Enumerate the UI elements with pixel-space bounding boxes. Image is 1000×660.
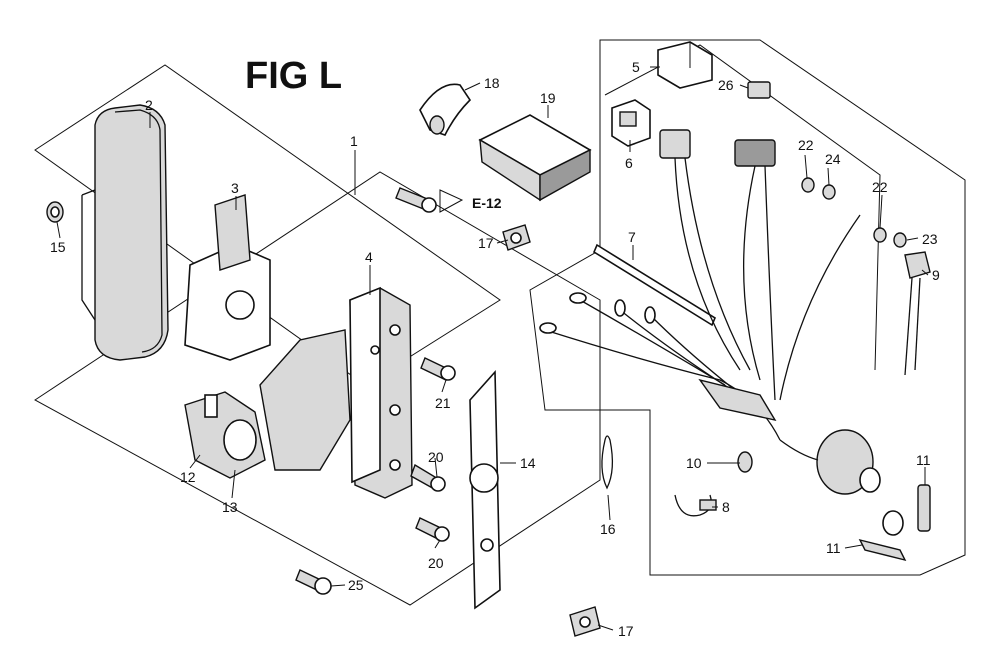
relay-part — [657, 41, 713, 89]
callout-22b: 22 — [872, 179, 888, 195]
callout-23: 23 — [922, 231, 938, 247]
callout-10: 10 — [686, 455, 702, 471]
screw-21-part — [420, 357, 456, 381]
bracket-part — [184, 194, 271, 361]
callout-18: 18 — [484, 75, 500, 91]
leader-lines — [56, 66, 929, 631]
nut-24-part — [822, 184, 836, 200]
clamp-17b-part — [569, 606, 601, 637]
callout-24: 24 — [825, 151, 841, 167]
key-holder-part — [858, 538, 907, 562]
sensor-part — [904, 251, 931, 376]
clamp-17a-part — [502, 224, 531, 251]
clip-8-part — [674, 494, 717, 517]
panel-harness-outline — [545, 409, 651, 575]
panel-center-outline — [34, 171, 601, 606]
control-panel-part — [259, 286, 413, 499]
panel-inner-outline — [604, 44, 881, 371]
callout-5: 5 — [632, 59, 640, 75]
callout-2: 2 — [145, 97, 153, 113]
bolt-e12-part — [395, 187, 464, 213]
connector-part — [611, 99, 651, 147]
callout-26: 26 — [718, 77, 734, 93]
callout-11a: 11 — [916, 452, 931, 468]
callout-22a: 22 — [798, 137, 814, 153]
screw-20b-part — [415, 517, 450, 542]
callout-7: 7 — [628, 229, 636, 245]
callout-17b: 17 — [618, 623, 634, 639]
callout-13: 13 — [222, 499, 238, 515]
module-box-part — [478, 114, 592, 202]
screw-25-part — [295, 569, 332, 595]
panel-right-outline — [529, 39, 966, 576]
clip-18-part — [419, 83, 472, 136]
nut-22b-part — [873, 227, 887, 243]
callout-9: 9 — [932, 267, 940, 283]
callout-21: 21 — [435, 395, 451, 411]
screw-20a-part — [410, 463, 446, 492]
figure-title: FIG L — [245, 55, 342, 97]
callout-8: 8 — [722, 499, 730, 515]
callout-19: 19 — [540, 90, 556, 106]
cover-part — [81, 104, 169, 361]
wire-tie-part — [601, 435, 614, 490]
callout-6: 6 — [625, 155, 633, 171]
callout-3: 3 — [231, 180, 239, 196]
callout-14: 14 — [520, 455, 536, 471]
callout-16: 16 — [600, 521, 616, 537]
callout-20a: 20 — [428, 449, 444, 465]
reference-label: E-12 — [472, 195, 502, 211]
callout-20b: 20 — [428, 555, 444, 571]
fuse-part — [747, 81, 771, 99]
callout-12: 12 — [180, 469, 196, 485]
callout-17a: 17 — [478, 235, 494, 251]
key-part — [882, 484, 931, 536]
nut-22a-part — [801, 177, 815, 193]
switch-assembly-part — [184, 391, 266, 479]
nut-23-part — [893, 232, 907, 248]
wire-harness-part — [539, 129, 881, 495]
rod-part — [592, 243, 717, 327]
gasket-part — [469, 369, 501, 610]
callout-1: 1 — [350, 133, 358, 149]
grommet-part — [46, 201, 64, 223]
callout-25: 25 — [348, 577, 364, 593]
callout-15: 15 — [50, 239, 66, 255]
callout-11b: 11 — [826, 540, 841, 556]
callout-4: 4 — [365, 249, 373, 265]
